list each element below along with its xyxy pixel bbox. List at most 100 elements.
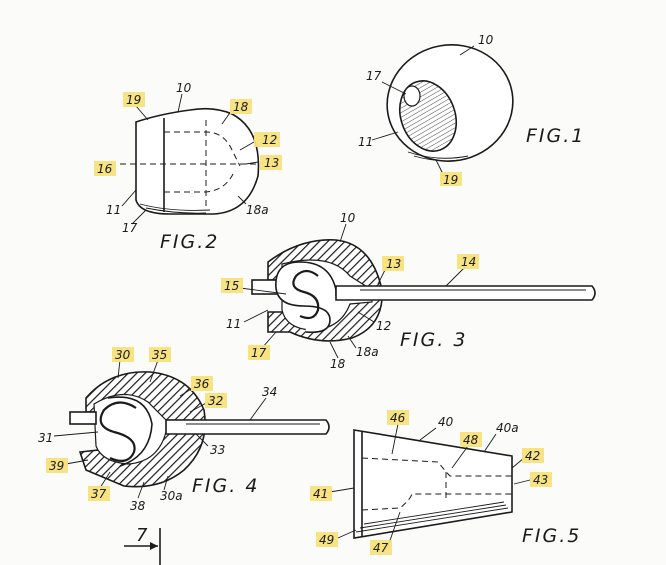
label-32: 32 [208, 394, 223, 408]
highlight-19 [123, 92, 145, 107]
label-43: 43 [533, 473, 548, 487]
leader-18a [347, 335, 357, 349]
label-11: 11 [226, 317, 241, 331]
label-38: 38 [130, 499, 146, 513]
highlight-12 [254, 132, 280, 147]
label-30: 30 [115, 348, 131, 362]
label-10: 10 [478, 33, 494, 47]
leader-41 [329, 487, 355, 493]
label-15: 15 [224, 279, 239, 293]
label-49: 49 [319, 533, 334, 547]
label-14: 14 [461, 255, 476, 269]
leader-34 [249, 397, 267, 421]
leader-40 [419, 427, 437, 441]
leader-40a [483, 433, 497, 453]
label-12: 12 [262, 133, 277, 147]
section-marker-label: 7 [136, 525, 148, 546]
fig2-body-outline [135, 107, 260, 215]
leader-11 [371, 131, 399, 141]
fig4-shaft [165, 419, 330, 435]
leader-35 [149, 359, 159, 383]
fig5-hidden-bore [361, 457, 512, 477]
label-17: 17 [122, 221, 138, 235]
label-13: 13 [386, 257, 401, 271]
highlight-17 [248, 345, 270, 360]
label-11: 11 [358, 135, 373, 149]
label-46: 46 [390, 411, 406, 425]
highlight-43 [530, 472, 552, 487]
highlight-13 [260, 155, 282, 170]
label-19: 19 [126, 93, 141, 107]
label-18a: 18a [356, 345, 379, 359]
label-13: 13 [264, 156, 279, 170]
fig5-bottom-shading [355, 501, 509, 533]
highlight-39 [46, 458, 68, 473]
label-47: 47 [373, 541, 389, 555]
leader-13 [245, 161, 259, 165]
fig4-s-hook [99, 401, 137, 463]
highlight-14 [457, 254, 479, 269]
label-40: 40 [438, 415, 454, 429]
label-34: 34 [262, 385, 277, 399]
highlight-15 [221, 278, 243, 293]
leader-18a [237, 195, 247, 205]
label-11: 11 [106, 203, 121, 217]
highlight-41 [310, 486, 332, 501]
highlight-49 [316, 532, 338, 547]
highlight-30 [112, 347, 134, 362]
highlight-35 [149, 347, 171, 362]
highlight-32 [205, 393, 227, 408]
highlight-47 [370, 540, 392, 555]
label-16: 16 [97, 162, 113, 176]
figure-3: 10 13 14 15 11 12 17 18a 18 FIG. 3 [221, 211, 596, 371]
label-17: 17 [251, 346, 267, 360]
figure-1: 10 17 11 19 FIG.1 [358, 33, 585, 187]
figure-5: 46 40 48 40a 42 41 43 49 47 FIG.5 [310, 410, 581, 555]
label-10: 10 [176, 81, 192, 95]
fig4-caption: FIG. 4 [192, 475, 259, 497]
leader-46 [391, 423, 399, 455]
fig4-s-hook-outline [107, 396, 153, 467]
section-marker: 7 [124, 525, 161, 565]
leader-14 [445, 265, 467, 287]
leader-10 [459, 45, 475, 56]
fig1-caption: FIG.1 [526, 125, 585, 147]
leader-10 [339, 223, 347, 243]
label-39: 39 [49, 459, 64, 473]
leader-19 [135, 105, 149, 121]
label-17: 17 [366, 69, 382, 83]
leader-30 [117, 359, 121, 379]
label-42: 42 [525, 449, 540, 463]
label-40a: 40a [496, 421, 519, 435]
label-37: 37 [91, 487, 107, 501]
fig3-s-hook [292, 269, 320, 320]
label-19: 19 [443, 173, 458, 187]
fig3-shaft [335, 285, 596, 301]
label-41: 41 [313, 487, 328, 501]
figure-2: 19 10 18 12 13 16 11 17 18a FIG.2 [94, 81, 282, 253]
fig4-stub [69, 411, 97, 425]
leader-12 [239, 141, 255, 151]
leader-17 [381, 81, 407, 95]
highlight-46 [387, 410, 409, 425]
highlight-18 [230, 99, 252, 114]
fig5-caption: FIG.5 [522, 525, 581, 547]
leader-31 [53, 431, 99, 437]
highlight-13 [382, 256, 404, 271]
leader-10 [177, 93, 183, 113]
highlight-48 [460, 432, 482, 447]
leader-43 [513, 479, 531, 485]
leader-39 [65, 459, 89, 465]
leader-48 [451, 445, 469, 469]
leader-49 [337, 529, 357, 539]
leader-33 [195, 433, 209, 447]
label-36: 36 [194, 377, 210, 391]
highlight-42 [522, 448, 544, 463]
leader-12 [357, 311, 375, 323]
label-33: 33 [210, 443, 225, 457]
leader-18 [329, 341, 339, 359]
fig5-body [353, 429, 513, 539]
leader-17 [131, 209, 147, 225]
highlight-36 [191, 376, 213, 391]
